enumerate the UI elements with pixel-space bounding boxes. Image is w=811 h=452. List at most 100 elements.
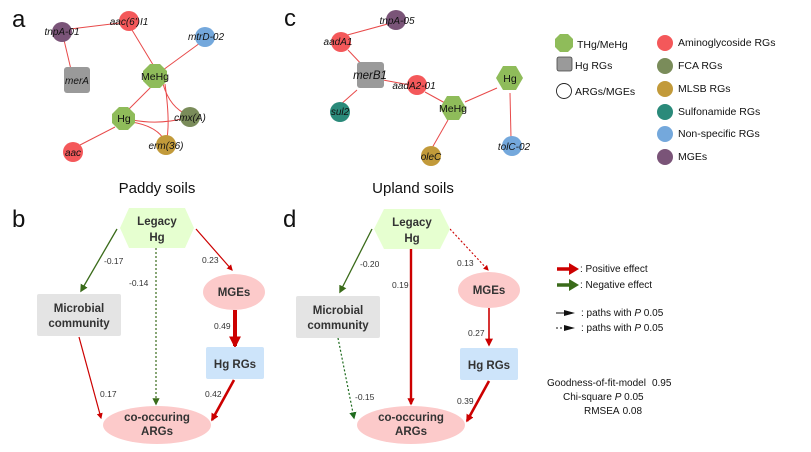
svg-text:aadA1: aadA1 (324, 37, 353, 48)
svg-text:FCA RGs: FCA RGs (678, 60, 722, 72)
panel-letter-a: a (12, 6, 26, 33)
sem-node-mges: MGEs (458, 272, 520, 308)
svg-text:Hg: Hg (503, 73, 517, 85)
node-MeHg: MeHg (439, 96, 467, 120)
svg-text:cmx(A): cmx(A) (174, 113, 206, 124)
sem-legend: : Positive effect : Negative effect : pa… (556, 263, 664, 334)
svg-text:Microbial: Microbial (313, 305, 363, 317)
svg-text:Legacy: Legacy (137, 216, 177, 228)
svg-text:community: community (48, 318, 110, 330)
edge-aac6-MeHg (131, 29, 156, 69)
node-Hg: Hg (112, 107, 135, 130)
svg-text:tnpA-01: tnpA-01 (44, 27, 79, 38)
svg-text:MGEs: MGEs (218, 287, 251, 299)
edge-Hg-aac (79, 126, 116, 146)
coef-hgrgs-args: 0.42 (205, 389, 222, 399)
svg-text:aadA2-01: aadA2-01 (392, 81, 435, 92)
sem-node-legacy-hg: Legacy Hg (120, 208, 194, 248)
edge-Hg-tolC02 (509, 92, 512, 139)
svg-text:community: community (307, 320, 369, 332)
node-aadA2-01: aadA2-01 (392, 75, 436, 95)
green-arrow-icon (569, 279, 579, 291)
svg-text:MGEs: MGEs (473, 285, 506, 297)
svg-text:co-occuring: co-occuring (124, 412, 190, 424)
svg-text:MGEs: MGEs (678, 151, 707, 163)
coef-micro-args: 0.17 (100, 389, 117, 399)
legend-class-aminoglycoside: Aminoglycoside RGs (657, 35, 775, 51)
path-hgrgs-args (465, 380, 491, 423)
node-Hg: Hg (496, 66, 523, 90)
coef-legacy-micro: -0.20 (360, 259, 380, 269)
node-aadA1: aadA1 (324, 32, 353, 52)
node-aac6I1: aac(6')I1 (110, 11, 148, 31)
edge-mtrD02-MeHg (162, 42, 201, 71)
chi-square-stat: Chi-square P 0.05 (563, 392, 644, 403)
edge-aadA2-MeHg (424, 91, 446, 104)
edge-MeHg-Hg (464, 87, 498, 103)
node-tnpA-01: tnpA-01 (44, 22, 80, 42)
edge-MeHg-erm36 (164, 83, 169, 139)
sem-node-co-occurring-args: co-occuring ARGs (357, 406, 465, 444)
sem-node-hg-rgs: Hg RGs (206, 347, 264, 379)
legend-positive-effect: : Positive effect (557, 263, 648, 275)
path-micro-args (78, 336, 103, 420)
panel-b-title: Paddy soils (119, 180, 196, 197)
svg-text:Non-specific RGs: Non-specific RGs (678, 128, 760, 140)
svg-text:ARGs: ARGs (395, 426, 427, 438)
svg-text:: Negative effect: : Negative effect (580, 280, 652, 291)
sem-node-mges: MGEs (203, 274, 265, 310)
panel-a-network: a tnpA-01 aac(6')I1 mtrD-02 (12, 6, 224, 162)
node-aac: aac (63, 142, 83, 162)
svg-text:Hg RGs: Hg RGs (468, 360, 510, 372)
node-erm36: erm(36) (148, 135, 184, 155)
svg-text:sul2: sul2 (331, 107, 350, 118)
svg-text:merA: merA (65, 76, 89, 87)
network-legend: THg/MeHg Hg RGs ARGs/MGEs Aminoglycoside… (555, 34, 775, 165)
legend-class-sulfonamide: Sulfonamide RGs (657, 104, 760, 120)
node-MeHg: MeHg (141, 64, 169, 88)
legend-class-mges: MGEs (657, 149, 707, 165)
dashed-arrow-icon (564, 325, 575, 331)
svg-text:tnpA-05: tnpA-05 (379, 16, 414, 27)
node-merA: merA (64, 67, 90, 93)
svg-text:Hg RGs: Hg RGs (214, 359, 256, 371)
edge-tnpA01-aac6 (61, 21, 129, 31)
node-mtrD-02: mtrD-02 (188, 27, 224, 47)
svg-text:THg/MeHg: THg/MeHg (577, 39, 628, 51)
edge-MeHg-Hg (127, 84, 154, 111)
sem-node-microbial-community: Microbial community (37, 294, 121, 336)
red-arrow-icon (569, 263, 579, 275)
svg-text:MeHg: MeHg (141, 71, 169, 83)
solid-arrow-icon (564, 310, 575, 316)
panel-d-title: Upland soils (372, 180, 454, 197)
network-edges (61, 21, 201, 146)
svg-text:ARGs: ARGs (141, 426, 173, 438)
panel-letter-c: c (284, 5, 296, 32)
legend-negative-effect: : Negative effect (557, 279, 652, 291)
legend-solid-path: : paths with P 0.05 (556, 308, 664, 319)
legend-shape-circle: ARGs/MGEs (556, 83, 635, 99)
path-hgrgs-args (210, 379, 236, 422)
coef-mges-hgrgs: 0.49 (214, 321, 231, 331)
svg-text:Microbial: Microbial (54, 303, 104, 315)
svg-text:Hg RGs: Hg RGs (575, 60, 612, 72)
svg-text:erm(36): erm(36) (148, 141, 183, 152)
node-cmxA: cmx(A) (174, 107, 206, 127)
path-legacy-mges (449, 228, 489, 271)
panel-b-sem: Paddy soils b -0.17 -0.14 0.23 0.49 0.17… (12, 180, 265, 444)
svg-text:Aminoglycoside RGs: Aminoglycoside RGs (678, 37, 775, 49)
svg-text:Sulfonamide RGs: Sulfonamide RGs (678, 106, 760, 118)
coef-micro-args: -0.15 (355, 392, 375, 402)
svg-text:Legacy: Legacy (392, 217, 432, 229)
coef-legacy-micro: -0.17 (104, 256, 124, 266)
svg-text:: paths with P 0.05: : paths with P 0.05 (581, 323, 664, 334)
edge-Hg-erm36 (131, 121, 164, 139)
panel-letter-b: b (12, 206, 25, 233)
node-tnpA-05: tnpA-05 (379, 10, 415, 30)
panel-letter-d: d (283, 206, 296, 233)
sem-node-microbial-community: Microbial community (296, 296, 380, 338)
coef-legacy-mges: 0.13 (457, 258, 474, 268)
